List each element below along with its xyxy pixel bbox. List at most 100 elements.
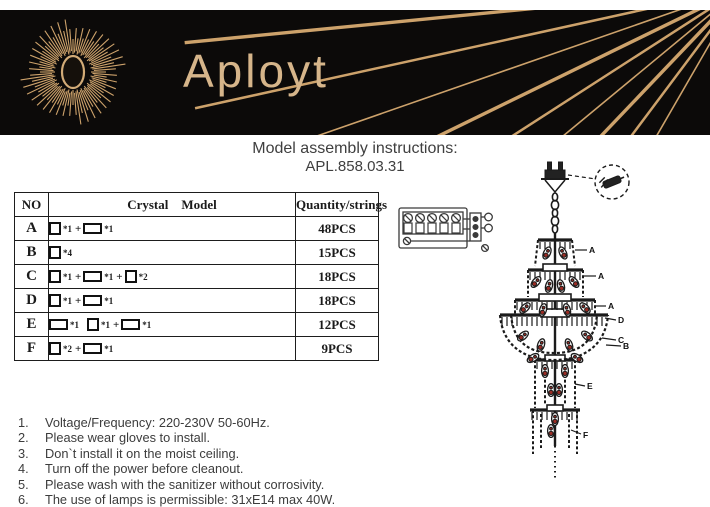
diagram-label-a1: A — [589, 245, 595, 255]
banner-decoration — [20, 10, 710, 135]
crystal-bulb-icon — [546, 423, 556, 439]
crystal-count: *1 — [63, 295, 72, 306]
instruction-number: 4. — [18, 461, 29, 477]
rect-crystal-icon — [83, 223, 103, 235]
crystal-count: *1 — [104, 223, 114, 234]
plus-sign: + — [113, 318, 120, 331]
diagram-label-e: E — [587, 381, 593, 391]
diagram-label-b: B — [623, 341, 629, 351]
square-crystal-icon — [49, 246, 61, 260]
row-letter: C — [14, 264, 49, 289]
brand-logo-text: Aployt — [183, 45, 329, 97]
rect-crystal-icon — [83, 271, 103, 283]
quantity-cell: 15PCS — [295, 240, 379, 265]
instruction-text: Don`t install it on the moist ceiling. — [45, 445, 240, 461]
quantity-cell: 48PCS — [295, 216, 379, 241]
col-header-quantity: Quantity/strings — [295, 192, 387, 217]
crystal-count: *1 — [63, 271, 72, 282]
crystal-count: *1 — [142, 319, 152, 330]
crystal-bulb-icon — [516, 330, 530, 342]
crystal-count: *2 — [138, 271, 148, 282]
crystal-bulb-icon — [562, 303, 572, 317]
title-line1: Model assembly instructions: — [252, 140, 458, 157]
crystal-bulb-icon — [554, 382, 564, 398]
crystal-count: *4 — [63, 247, 72, 258]
crystal-bulb-icon — [560, 363, 570, 379]
square-crystal-icon — [49, 342, 61, 356]
instruction-number: 5. — [18, 476, 29, 492]
instruction-item: 1.Voltage/Frequency: 220-230V 50-60Hz. — [18, 415, 458, 430]
crystal-count: *1 — [104, 271, 114, 282]
sunburst-center — [60, 54, 86, 90]
diagram-label-a2: A — [598, 271, 604, 281]
row-letter: E — [14, 312, 49, 337]
instruction-number: 3. — [18, 445, 29, 461]
safety-instructions-list: 1.Voltage/Frequency: 220-230V 50-60Hz.2.… — [18, 415, 458, 507]
diagram-label-f: F — [583, 430, 588, 440]
chandelier-assembly-diagram: A A A D C B E F — [498, 161, 630, 480]
quantity-cell: 18PCS — [295, 288, 379, 313]
brand-banner: Aployt — [0, 10, 710, 135]
row-letter: F — [14, 336, 49, 361]
square-crystal-icon — [87, 318, 99, 332]
crystal-bulb-icon — [580, 330, 594, 342]
wiring-diagram — [398, 207, 493, 253]
rect-crystal-icon — [121, 319, 141, 331]
crystal-model-cell: *1+*1 — [48, 288, 296, 313]
crystal-bulb-icon — [546, 382, 556, 398]
crystal-bulb-icon — [519, 302, 531, 314]
table-header-row: NO Crystal Model Quantity/strings — [14, 192, 387, 217]
quantity-cell: 18PCS — [295, 264, 379, 289]
instruction-item: 4. Turn off the power before cleanout. — [18, 461, 458, 476]
crystal-bulb-icon — [542, 246, 552, 260]
page-title: Model assembly instructions: APL.858.03.… — [0, 139, 710, 176]
instruction-item: 5. Please wash with the sanitizer without… — [18, 477, 458, 492]
crystal-bulb-icon — [564, 338, 574, 352]
crystal-model-cell: *1+*1 — [48, 216, 296, 241]
row-letter: D — [14, 288, 49, 313]
square-crystal-icon — [49, 222, 61, 236]
model-number: APL.858.03.31 — [305, 158, 405, 175]
screw-detail-magnifier-icon — [567, 164, 630, 200]
plus-sign: + — [75, 342, 82, 355]
instruction-item: 3. Don`t install it on the moist ceiling. — [18, 446, 458, 461]
row-letter: B — [14, 240, 49, 265]
crystal-bulb-icon — [558, 246, 568, 260]
instruction-text: Please wash with the sanitizer without c… — [45, 476, 325, 492]
crystal-bulb-icon — [579, 302, 591, 314]
crystal-bulb-icon — [568, 275, 580, 289]
crystal-bulb-icon — [570, 352, 584, 364]
crystal-parts-table: NO Crystal Model Quantity/strings A*1+*1… — [14, 192, 387, 361]
col-header-no: NO — [14, 192, 49, 217]
rect-crystal-icon — [83, 343, 103, 355]
quantity-cell: 9PCS — [295, 336, 379, 361]
crystal-count: *1 — [70, 319, 79, 330]
square-crystal-icon — [124, 270, 137, 284]
crystal-bulb-icon — [526, 352, 540, 364]
crystal-count: *1 — [101, 319, 110, 330]
instruction-text: Turn off the power before cleanout. — [45, 461, 244, 477]
square-crystal-icon — [49, 294, 61, 308]
crystal-count: *2 — [63, 343, 72, 354]
table-row: B *4 15PCS — [14, 240, 379, 265]
quantity-cell: 12PCS — [295, 312, 379, 337]
crystal-model-cell: *2+*1 — [48, 336, 296, 361]
corner-rays-decoration — [184, 10, 710, 135]
plus-sign: + — [75, 294, 82, 307]
crystal-bulb-icon — [536, 338, 546, 352]
crystal-bulb-icon — [556, 279, 566, 293]
rect-crystal-icon — [49, 319, 68, 331]
instruction-number: 2. — [18, 430, 29, 446]
instruction-item: 2.Please wear gloves to install. — [18, 430, 458, 445]
plus-sign: + — [75, 270, 82, 283]
crystal-bulb-icon — [538, 303, 548, 317]
crystal-bulb-icon — [544, 279, 554, 293]
square-crystal-icon — [49, 270, 61, 284]
crystal-count: *1 — [104, 295, 114, 306]
sunburst-logo — [20, 19, 126, 125]
